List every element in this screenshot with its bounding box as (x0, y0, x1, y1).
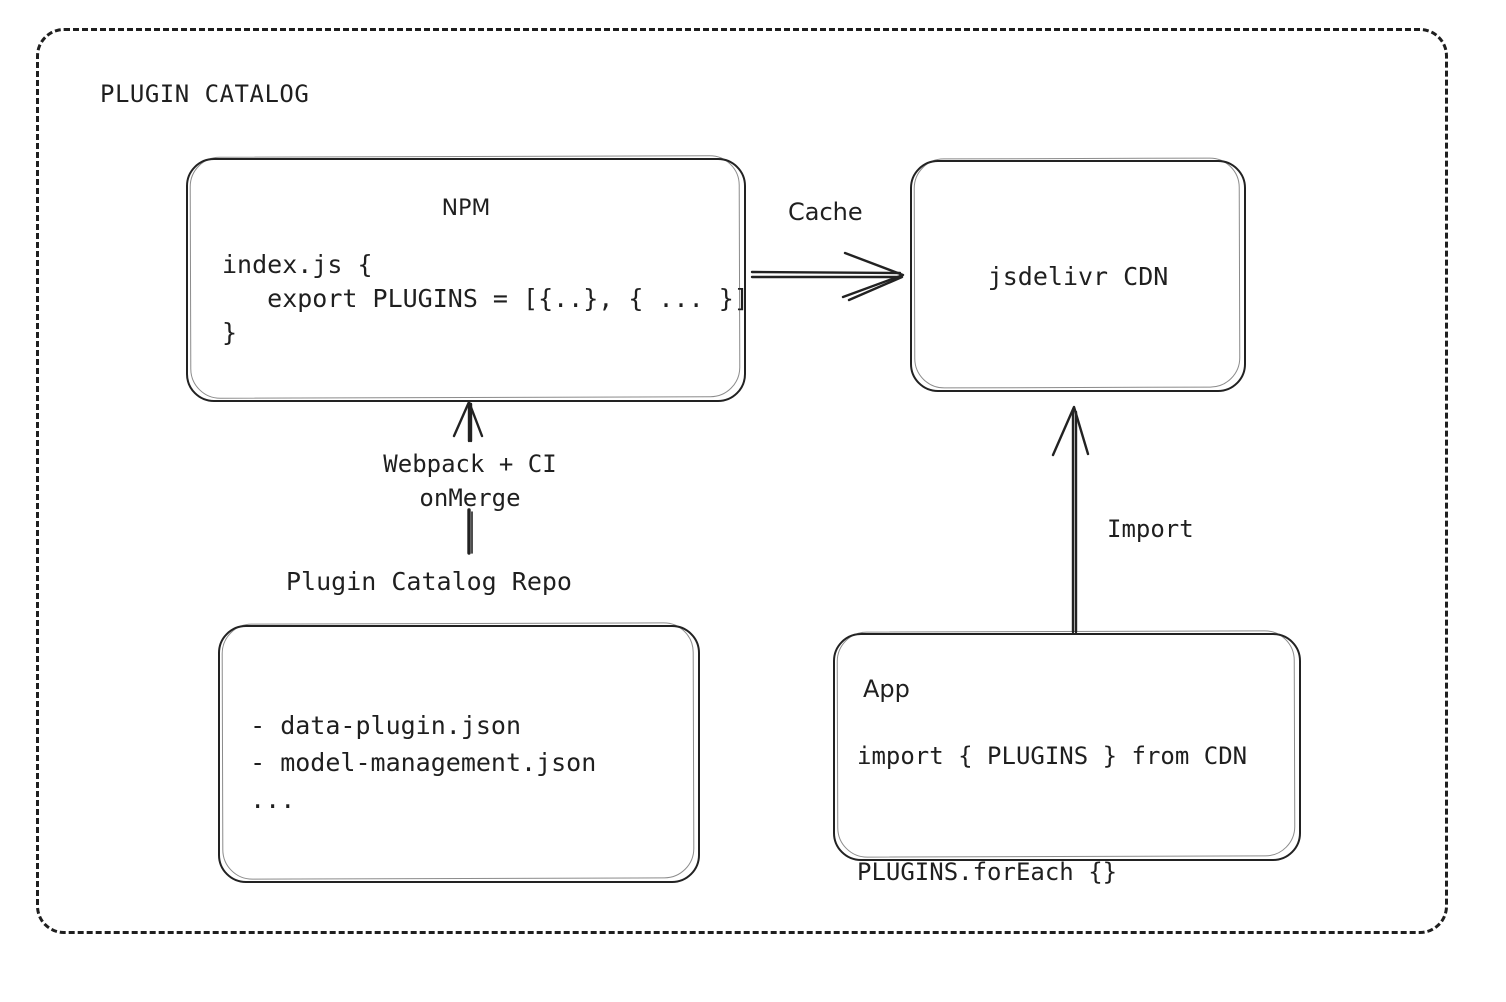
node-repo-caption: Plugin Catalog Repo (286, 567, 572, 596)
edge-label-cache: Cache (788, 198, 863, 226)
page-title: PLUGIN CATALOG (100, 80, 310, 108)
node-app-title: App (863, 675, 910, 703)
node-jsdelivr-cdn[interactable]: jsdelivr CDN (910, 160, 1246, 392)
edge-label-import: Import (1107, 515, 1194, 543)
plugin-catalog-boundary (36, 28, 1448, 934)
node-app[interactable]: App import { PLUGINS } from CDN PLUGINS.… (833, 633, 1301, 886)
node-jsdelivr-cdn-label: jsdelivr CDN (987, 261, 1169, 291)
node-npm-title: NPM (441, 196, 491, 221)
node-app-code: import { PLUGINS } from CDN PLUGINS.forE… (857, 742, 1248, 886)
edge-label-build: Webpack + CI onMerge (383, 450, 557, 512)
node-plugin-catalog-repo[interactable]: - data-plugin.json - model-management.js… (218, 625, 700, 883)
node-repo-file-list: - data-plugin.json - model-management.js… (250, 711, 597, 814)
node-npm-code: index.js { export PLUGINS = [{..}, { ...… (222, 250, 749, 347)
node-npm[interactable]: NPM index.js { export PLUGINS = [{..}, {… (186, 158, 749, 402)
